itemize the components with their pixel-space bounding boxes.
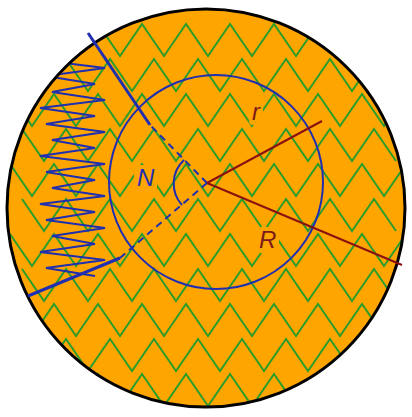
dimension-label: r bbox=[249, 99, 263, 125]
dimension-label: N bbox=[134, 165, 157, 191]
inner-circle bbox=[109, 75, 323, 289]
blue-scribble bbox=[40, 60, 105, 276]
green-scribble bbox=[10, 304, 406, 336]
sector-edge bbox=[28, 258, 120, 296]
sector-edge bbox=[88, 33, 150, 125]
dimension-label: R bbox=[256, 227, 279, 253]
green-scribble bbox=[10, 24, 406, 56]
sector-edge-dashed bbox=[150, 125, 207, 183]
green-scribble bbox=[10, 94, 406, 126]
sector-edge-dashed bbox=[120, 183, 207, 258]
outer-outline bbox=[7, 9, 405, 407]
angle-arc bbox=[174, 160, 184, 205]
radius-R bbox=[207, 183, 402, 265]
radius-r bbox=[207, 121, 322, 183]
outer-disc bbox=[7, 9, 405, 407]
green-scribble bbox=[10, 374, 406, 406]
